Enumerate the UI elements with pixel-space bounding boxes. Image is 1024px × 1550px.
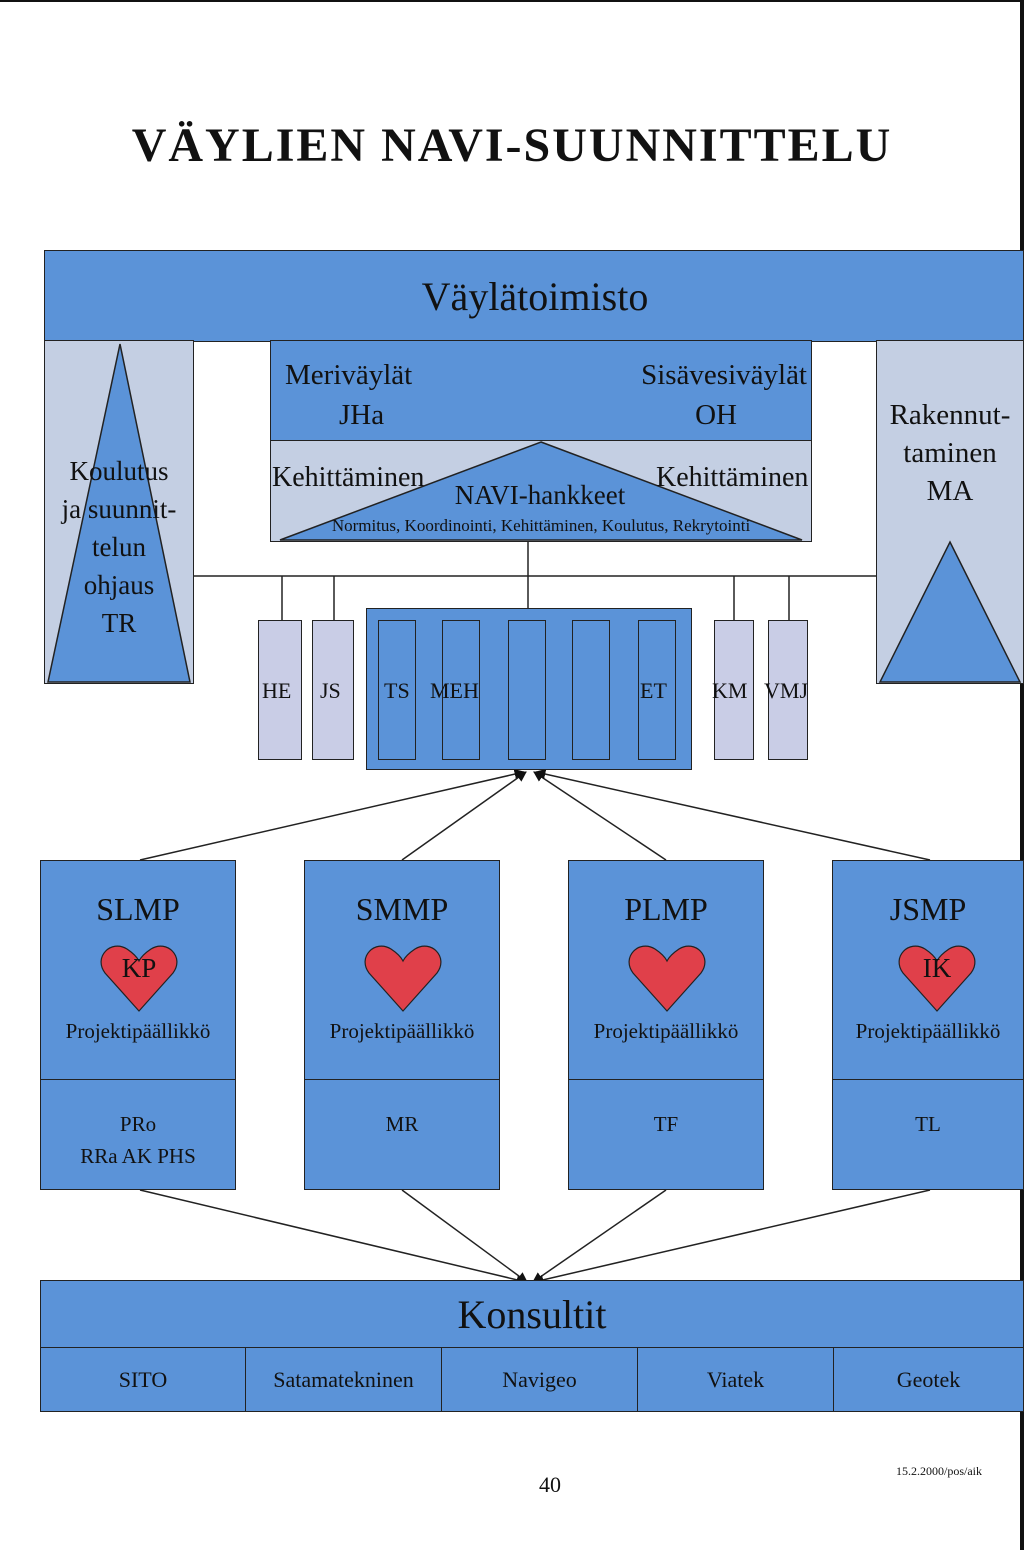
center-unit-top: Meriväylät JHa Sisävesiväylät OH	[270, 340, 812, 442]
meri-group: Meriväylät JHa	[285, 355, 412, 435]
project-members: TL	[833, 1108, 1023, 1140]
right-unit-triangle	[878, 540, 1022, 683]
heart-icon	[100, 945, 178, 1012]
project-member-1: TL	[915, 1112, 941, 1136]
top-unit-box: Väylätoimisto	[44, 250, 1024, 342]
heart-icon	[898, 945, 976, 1012]
project-members: TF	[569, 1108, 763, 1140]
project-manager-label: Projektipäällikkö	[855, 1019, 1001, 1043]
staff-label-et: ET	[640, 678, 667, 703]
staff-label-he: HE	[262, 678, 292, 703]
project-smmp: SMMP Projektipäällikkö MR	[304, 860, 500, 1190]
navi-triangle	[279, 441, 803, 541]
consultants-box: Konsultit SITO Satamatekninen Navigeo Vi…	[40, 1280, 1024, 1412]
heart-label: KP	[121, 953, 157, 983]
meri-code: JHa	[339, 399, 385, 431]
top-unit-label: Väylätoimisto	[421, 274, 649, 319]
project-name: PLMP	[624, 891, 708, 927]
consultant-viatek: Viatek	[637, 1348, 833, 1412]
page-title: VÄYLIEN NAVI-SUUNNITTELU	[131, 119, 893, 172]
page-number: 40	[539, 1472, 561, 1497]
navi-tasks: Normitus, Koordinointi, Kehittäminen, Ko…	[331, 516, 751, 535]
meri-label: Meriväylät	[285, 359, 413, 391]
staff-box-vmj	[768, 620, 808, 760]
heart-label: IK	[922, 953, 952, 983]
staff-box-ts	[378, 620, 416, 760]
consultant-geotek: Geotek	[833, 1348, 1023, 1412]
consultants-title: Konsultit	[457, 1292, 607, 1337]
project-jsmp: JSMP IK Projektipäällikkö TL	[832, 860, 1024, 1190]
right-unit-line-1: Rakennut-	[889, 399, 1011, 431]
project-bottom: MR	[305, 1079, 499, 1190]
project-bottom: PRo RRa AK PHS	[41, 1079, 235, 1190]
consultant-navigeo: Navigeo	[441, 1348, 637, 1412]
left-unit-line-1: Koulutus	[69, 456, 169, 486]
heart-icon	[628, 945, 706, 1012]
project-name: JSMP	[889, 891, 967, 927]
right-unit-text: Rakennut- taminen MA	[876, 396, 1024, 510]
project-bottom: TL	[833, 1079, 1023, 1190]
consultants-row: SITO Satamatekninen Navigeo Viatek Geote…	[41, 1347, 1023, 1412]
staff-box-km	[714, 620, 754, 760]
page-frame-top	[0, 0, 1024, 2]
staff-label-km: KM	[712, 678, 748, 703]
project-member-1: MR	[385, 1112, 419, 1136]
project-manager-label: Projektipäällikkö	[329, 1019, 475, 1043]
project-manager-label: Projektipäällikkö	[65, 1019, 211, 1043]
staff-label-vmj: VMJ	[764, 678, 809, 703]
staff-label-js: JS	[320, 678, 341, 703]
left-unit-line-4: ohjaus	[83, 570, 155, 600]
navi-label: NAVI-hankkeet	[454, 480, 626, 510]
project-members: PRo RRa AK PHS	[41, 1108, 235, 1172]
right-unit-line-2: taminen	[903, 437, 997, 469]
sisa-group: Sisävesiväylät OH	[641, 355, 807, 435]
consultant-satamatekninen: Satamatekninen	[245, 1348, 441, 1412]
project-name: SMMP	[355, 891, 449, 927]
project-member-2: RRa AK PHS	[80, 1144, 196, 1168]
left-unit-line-3: telun	[92, 532, 146, 562]
sisa-label: Sisävesiväylät	[641, 359, 807, 391]
staff-box-et	[638, 620, 676, 760]
project-manager-label: Projektipäällikkö	[593, 1019, 739, 1043]
left-unit-triangle	[47, 343, 191, 683]
staff-box-js	[312, 620, 354, 760]
sisa-code: OH	[695, 399, 737, 431]
right-unit-line-3: MA	[926, 475, 974, 507]
project-bottom: TF	[569, 1079, 763, 1190]
project-slmp: SLMP KP Projektipäällikkö PRo RRa AK PHS	[40, 860, 236, 1190]
project-member-1: PRo	[119, 1112, 157, 1136]
staff-box-empty-1	[508, 620, 546, 760]
staff-box-empty-2	[572, 620, 610, 760]
consultant-sito: SITO	[118, 1367, 168, 1392]
staff-box-he	[258, 620, 302, 760]
staff-box-meh	[442, 620, 480, 760]
staff-label-ts: TS	[384, 678, 410, 703]
left-unit-text: Koulutus ja suunnit- telun ohjaus TR	[44, 452, 194, 642]
page-frame-right	[1020, 0, 1024, 1550]
staff-label-meh: MEH	[430, 678, 479, 703]
left-unit-line-2: ja suunnit-	[61, 494, 177, 524]
dev-right-label: Kehittäminen	[656, 462, 809, 493]
footer-reference: 15.2.2000/pos/aik	[896, 1464, 982, 1478]
dev-left-label: Kehittäminen	[272, 462, 425, 493]
project-members: MR	[305, 1108, 499, 1140]
project-plmp: PLMP Projektipäällikkö TF	[568, 860, 764, 1190]
heart-icon	[364, 945, 442, 1012]
left-unit-line-5: TR	[101, 608, 137, 638]
project-name: SLMP	[96, 891, 180, 927]
project-member-1: TF	[653, 1112, 679, 1136]
